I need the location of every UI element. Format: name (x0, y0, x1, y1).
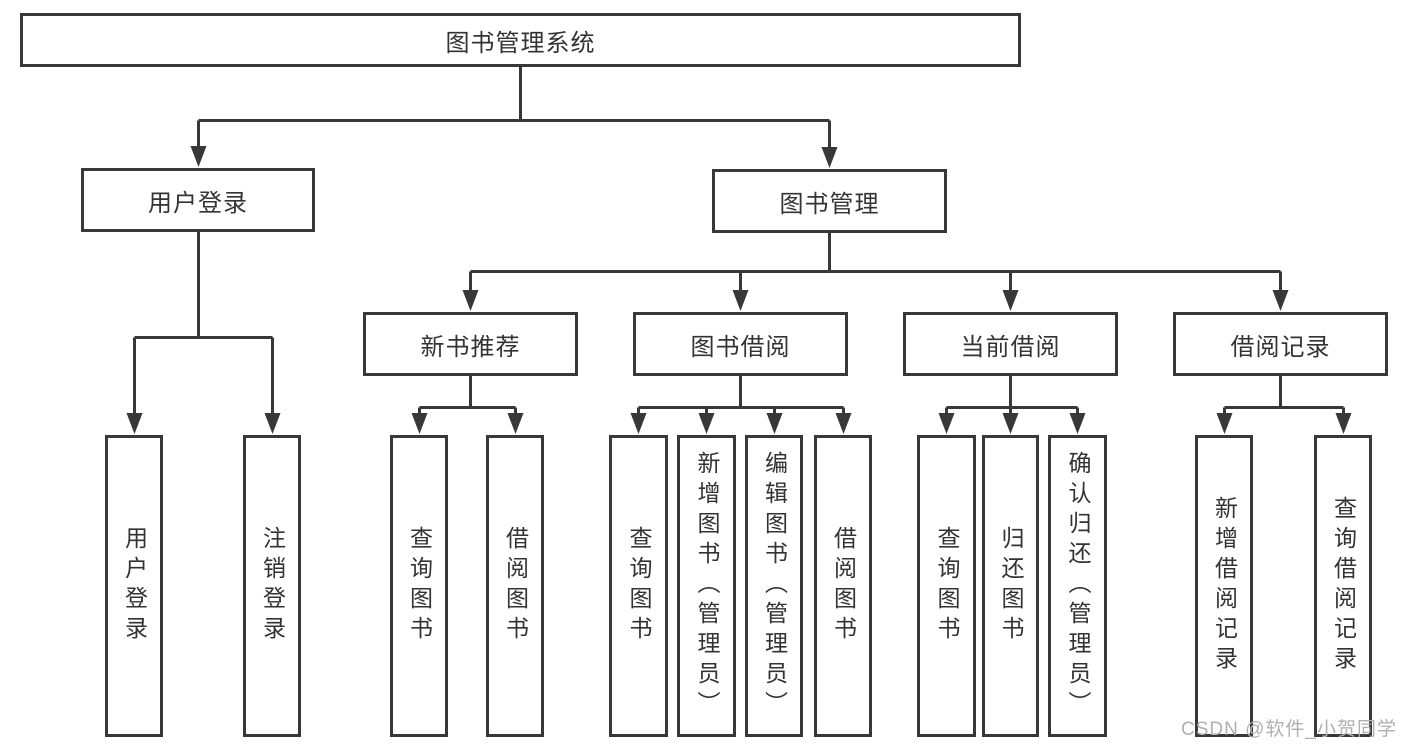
leaf-query-books-current: 查询图书 (917, 435, 976, 737)
node-book-borrowing: 图书借阅 (633, 312, 848, 376)
leaf-confirm-return-admin: 确认归还（管理员） (1048, 435, 1107, 737)
node-book-management: 图书管理 (712, 169, 947, 233)
node-user-login: 用户登录 (81, 168, 315, 232)
node-user-login-label: 用户登录 (148, 189, 248, 217)
node-library-system-label: 图书管理系统 (445, 29, 596, 57)
leaf-return-books-label: 归还图书 (998, 526, 1024, 646)
node-book-borrowing-label: 图书借阅 (690, 333, 791, 361)
leaf-query-borrow-record-label: 查询借阅记录 (1330, 496, 1357, 676)
node-borrowing-records: 借阅记录 (1173, 312, 1388, 376)
leaf-borrow-books-recommend: 借阅图书 (486, 435, 544, 737)
leaf-edit-books-admin: 编辑图书（管理员） (745, 435, 803, 737)
node-new-book-recommendation: 新书推荐 (363, 312, 578, 376)
leaf-user-login-label: 用户登录 (121, 526, 148, 646)
leaf-return-books: 归还图书 (982, 435, 1039, 737)
leaf-edit-books-admin-label: 编辑图书（管理员） (761, 451, 788, 721)
node-borrowing-records-label: 借阅记录 (1230, 333, 1331, 361)
leaf-confirm-return-admin-label: 确认归还（管理员） (1065, 451, 1091, 721)
leaf-query-books-borrowing-label: 查询图书 (626, 526, 652, 646)
leaf-borrow-books-recommend-label: 借阅图书 (502, 526, 529, 646)
leaf-query-borrow-record: 查询借阅记录 (1314, 435, 1372, 737)
leaf-borrow-books-borrowing: 借阅图书 (814, 435, 872, 737)
leaf-logout: 注销登录 (243, 435, 301, 737)
leaf-query-books-borrowing: 查询图书 (609, 435, 668, 737)
leaf-add-books-admin: 新增图书（管理员） (677, 435, 736, 737)
leaf-add-books-admin-label: 新增图书（管理员） (694, 451, 720, 721)
node-book-management-label: 图书管理 (779, 190, 880, 218)
leaf-query-books-current-label: 查询图书 (934, 526, 960, 646)
node-library-system: 图书管理系统 (20, 13, 1021, 67)
node-new-book-recommendation-label: 新书推荐 (420, 333, 521, 361)
leaf-logout-label: 注销登录 (259, 526, 286, 646)
node-current-borrowing: 当前借阅 (903, 312, 1118, 376)
leaf-add-borrow-record-label: 新增借阅记录 (1211, 496, 1238, 676)
watermark-text: CSDN @软件_小贺同学 (1181, 719, 1397, 740)
node-current-borrowing-label: 当前借阅 (960, 333, 1061, 361)
leaf-borrow-books-borrowing-label: 借阅图书 (830, 526, 857, 646)
leaf-query-books-recommend: 查询图书 (390, 435, 448, 737)
leaf-user-login: 用户登录 (105, 435, 163, 737)
leaf-query-books-recommend-label: 查询图书 (406, 526, 433, 646)
leaf-add-borrow-record: 新增借阅记录 (1195, 435, 1253, 737)
